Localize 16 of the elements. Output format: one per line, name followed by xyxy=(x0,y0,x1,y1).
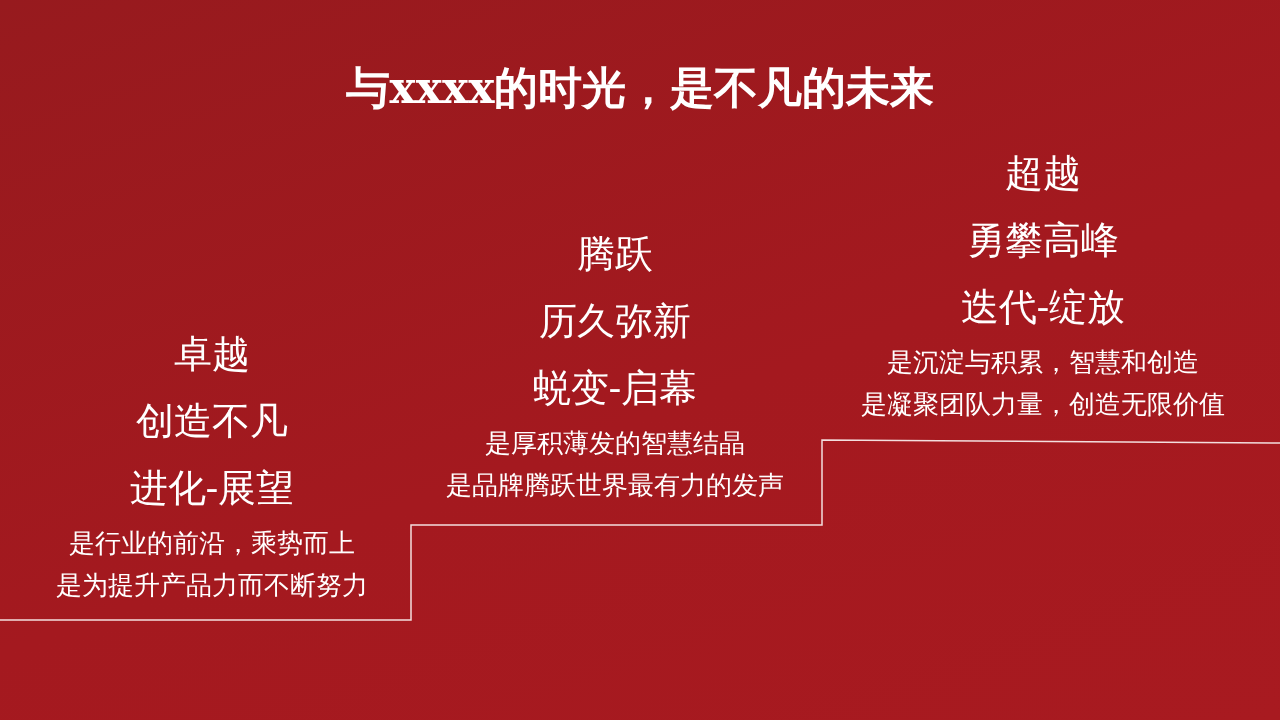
step-heading: 超越 xyxy=(1005,150,1081,197)
step-slogan: 蜕变-启幕 xyxy=(532,365,698,412)
step-description: 是品牌腾跃世界最有力的发声 xyxy=(446,469,784,502)
step-description: 是行业的前沿，乘势而上 xyxy=(69,527,355,560)
step-slogan: 进化-展望 xyxy=(129,465,295,512)
step-motto: 勇攀高峰 xyxy=(967,217,1119,264)
step-description: 是沉淀与积累，智慧和创造 xyxy=(887,346,1199,379)
step-heading: 腾跃 xyxy=(577,231,653,278)
step-slogan: 迭代-绽放 xyxy=(960,284,1126,331)
slide-title: 与xxxx的时光，是不凡的未来 xyxy=(345,62,935,113)
step-motto: 历久弥新 xyxy=(539,298,691,345)
step-description: 是凝聚团队力量，创造无限价值 xyxy=(861,388,1225,421)
step-heading: 卓越 xyxy=(174,331,250,378)
step-description: 是为提升产品力而不断努力 xyxy=(56,569,368,602)
step-motto: 创造不凡 xyxy=(136,398,288,445)
step-description: 是厚积薄发的智慧结晶 xyxy=(485,427,745,460)
